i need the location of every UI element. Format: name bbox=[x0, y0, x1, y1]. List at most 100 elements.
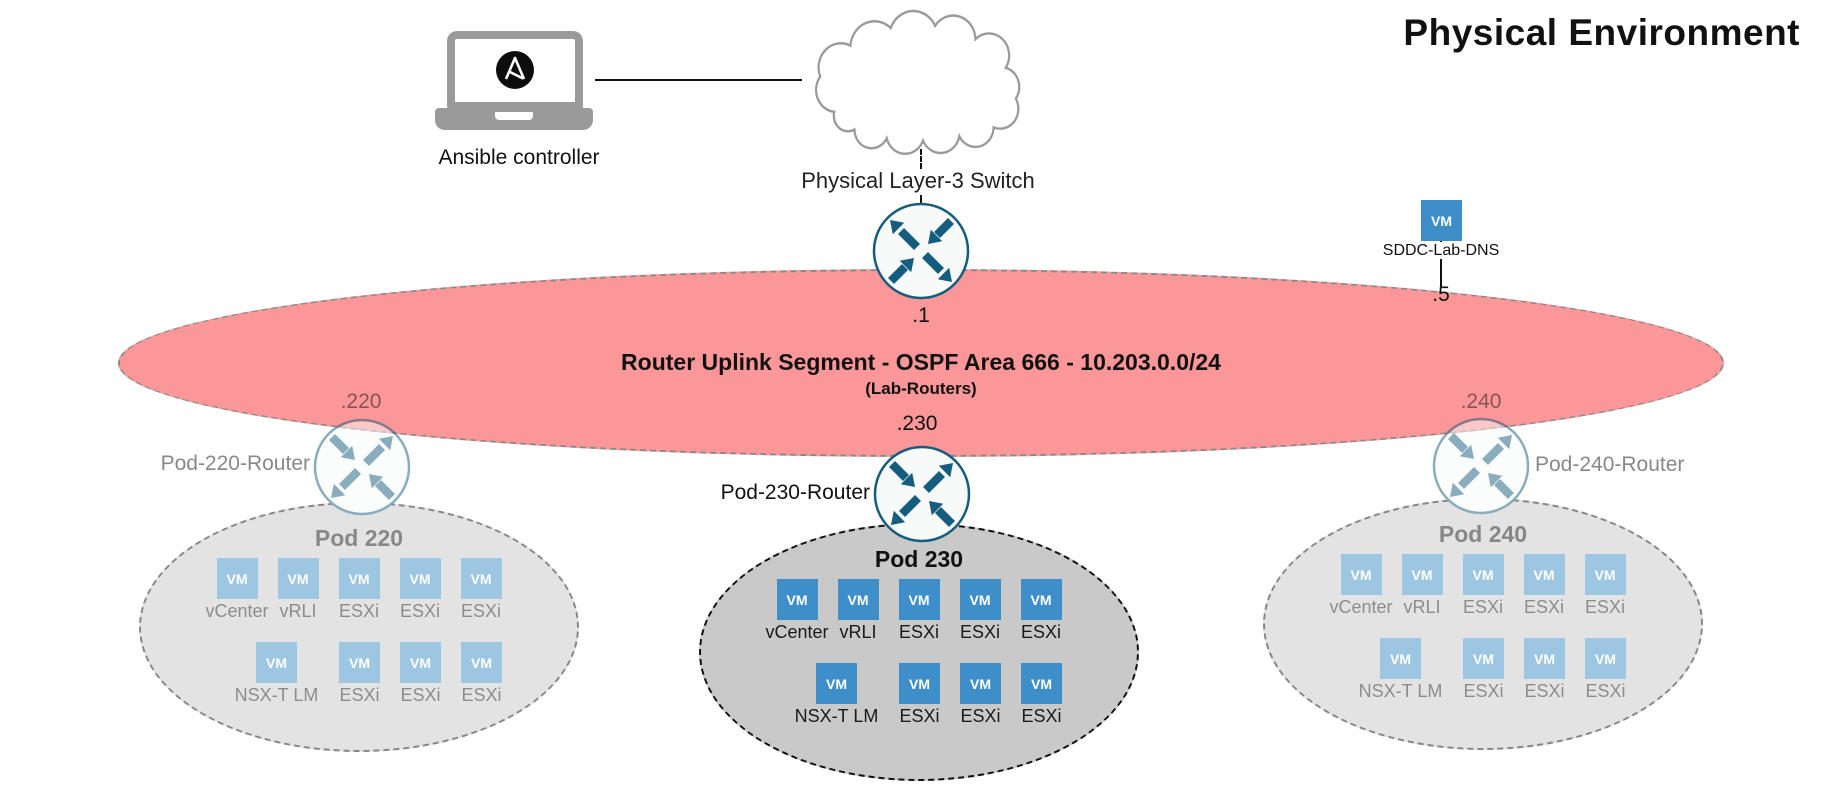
ansible-controller-label: Ansible controller bbox=[438, 146, 600, 169]
vm-icon: VM bbox=[339, 642, 380, 683]
vm-icon: VM bbox=[1462, 554, 1504, 595]
vm-label: vRLI bbox=[279, 601, 317, 621]
vm-icon: VM bbox=[816, 663, 857, 704]
vm-label: ESXi bbox=[899, 706, 940, 726]
vm-icon: VM bbox=[460, 558, 502, 599]
vm-label: ESXi bbox=[960, 706, 1001, 726]
dns-ip: .5 bbox=[1432, 283, 1450, 306]
uplink-segment-subtitle: (Lab-Routers) bbox=[865, 379, 977, 398]
vm-icon: VM bbox=[338, 558, 380, 599]
cloud-to-router-dashed-line bbox=[920, 195, 922, 207]
pod-220-router-name: Pod-220-Router bbox=[160, 452, 310, 475]
vm-label: ESXi bbox=[1462, 597, 1504, 617]
vm-icon: VM bbox=[837, 579, 879, 620]
vm-icon: VM bbox=[1463, 638, 1504, 679]
vm-icon: VM bbox=[256, 642, 297, 683]
core-router-ip: .1 bbox=[912, 304, 930, 327]
vm-label: ESXi bbox=[338, 601, 380, 621]
pod-title: Pod 240 bbox=[1438, 521, 1528, 547]
vm-icon: VM bbox=[1584, 554, 1626, 595]
cloud-to-router-dashed-line bbox=[920, 149, 922, 169]
pod-230-router-icon bbox=[872, 444, 972, 544]
pod-240-router-name: Pod-240-Router bbox=[1535, 453, 1685, 476]
vm-icon: VM bbox=[1021, 663, 1062, 704]
vm-label: NSX-T LM bbox=[1358, 681, 1443, 701]
laptop-to-cloud-line bbox=[595, 79, 802, 81]
core-router-icon bbox=[871, 201, 971, 301]
vm-label: vCenter bbox=[205, 601, 269, 621]
vm-label: NSX-T LM bbox=[794, 706, 879, 726]
vm-icon: VM bbox=[461, 642, 502, 683]
laptop-notch bbox=[495, 112, 533, 120]
vm-label: ESXi bbox=[1585, 681, 1626, 701]
pod-title: Pod 230 bbox=[874, 546, 964, 572]
vm-icon: VM bbox=[399, 558, 441, 599]
vm-icon: VM bbox=[1380, 638, 1421, 679]
vm-label: ESXi bbox=[339, 685, 380, 705]
dns-vm-name: SDDC-Lab-DNS bbox=[1341, 242, 1541, 260]
vm-icon: VM bbox=[776, 579, 818, 620]
vm-icon: VM bbox=[898, 579, 940, 620]
dns-vm-name-text: SDDC-Lab-DNS bbox=[1380, 242, 1502, 259]
vm-icon: VM bbox=[1523, 554, 1565, 595]
vm-icon: VM bbox=[1585, 638, 1626, 679]
vm-label: ESXi bbox=[400, 685, 441, 705]
vm-label: vCenter bbox=[1329, 597, 1393, 617]
vm-label: ESXi bbox=[1463, 681, 1504, 701]
vm-label: ESXi bbox=[399, 601, 441, 621]
vm-icon: VM bbox=[960, 663, 1001, 704]
vm-label: ESXi bbox=[1524, 681, 1565, 701]
pod-title: Pod 220 bbox=[314, 525, 404, 551]
vm-icon: VM bbox=[1524, 638, 1565, 679]
cloud-label: Physical Layer-3 Switch bbox=[801, 168, 1035, 193]
vm-label: ESXi bbox=[1523, 597, 1565, 617]
uplink-segment-title: Router Uplink Segment - OSPF Area 666 - … bbox=[621, 349, 1221, 375]
ansible-icon bbox=[496, 51, 534, 89]
vm-icon: VM bbox=[899, 663, 940, 704]
pod-230-router-name: Pod-230-Router bbox=[720, 481, 870, 504]
vm-label: ESXi bbox=[959, 622, 1001, 642]
page-title: Physical Environment bbox=[1403, 12, 1800, 53]
vm-icon: VM bbox=[277, 558, 319, 599]
vm-label: NSX-T LM bbox=[234, 685, 319, 705]
vm-label: vRLI bbox=[839, 622, 877, 642]
dns-vm-icon: VM bbox=[1421, 200, 1462, 241]
vm-icon: VM bbox=[1401, 554, 1443, 595]
vm-icon: VM bbox=[216, 558, 258, 599]
